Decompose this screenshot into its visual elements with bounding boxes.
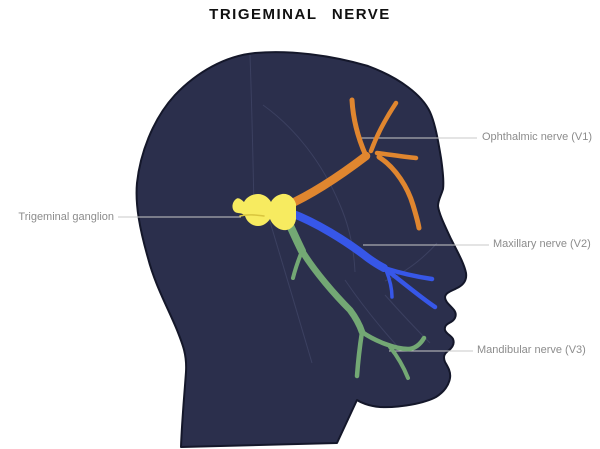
leader-lines [118, 137, 489, 352]
label-mandibular-nerve-v3: Mandibular nerve (V3) [477, 344, 586, 356]
label-ophthalmic-nerve-v1: Ophthalmic nerve (V1) [482, 131, 593, 143]
label-trigeminal-ganglion: Trigeminal ganglion [18, 211, 114, 223]
maxillary-nerve-path [287, 209, 438, 310]
page-title: TRIGEMINAL NERVE [209, 6, 391, 23]
label-maxillary-nerve-v2: Maxillary nerve (V2) [493, 238, 591, 250]
trigeminal-ganglion-shape [232, 193, 296, 231]
ganglion-detail-line [239, 214, 265, 217]
